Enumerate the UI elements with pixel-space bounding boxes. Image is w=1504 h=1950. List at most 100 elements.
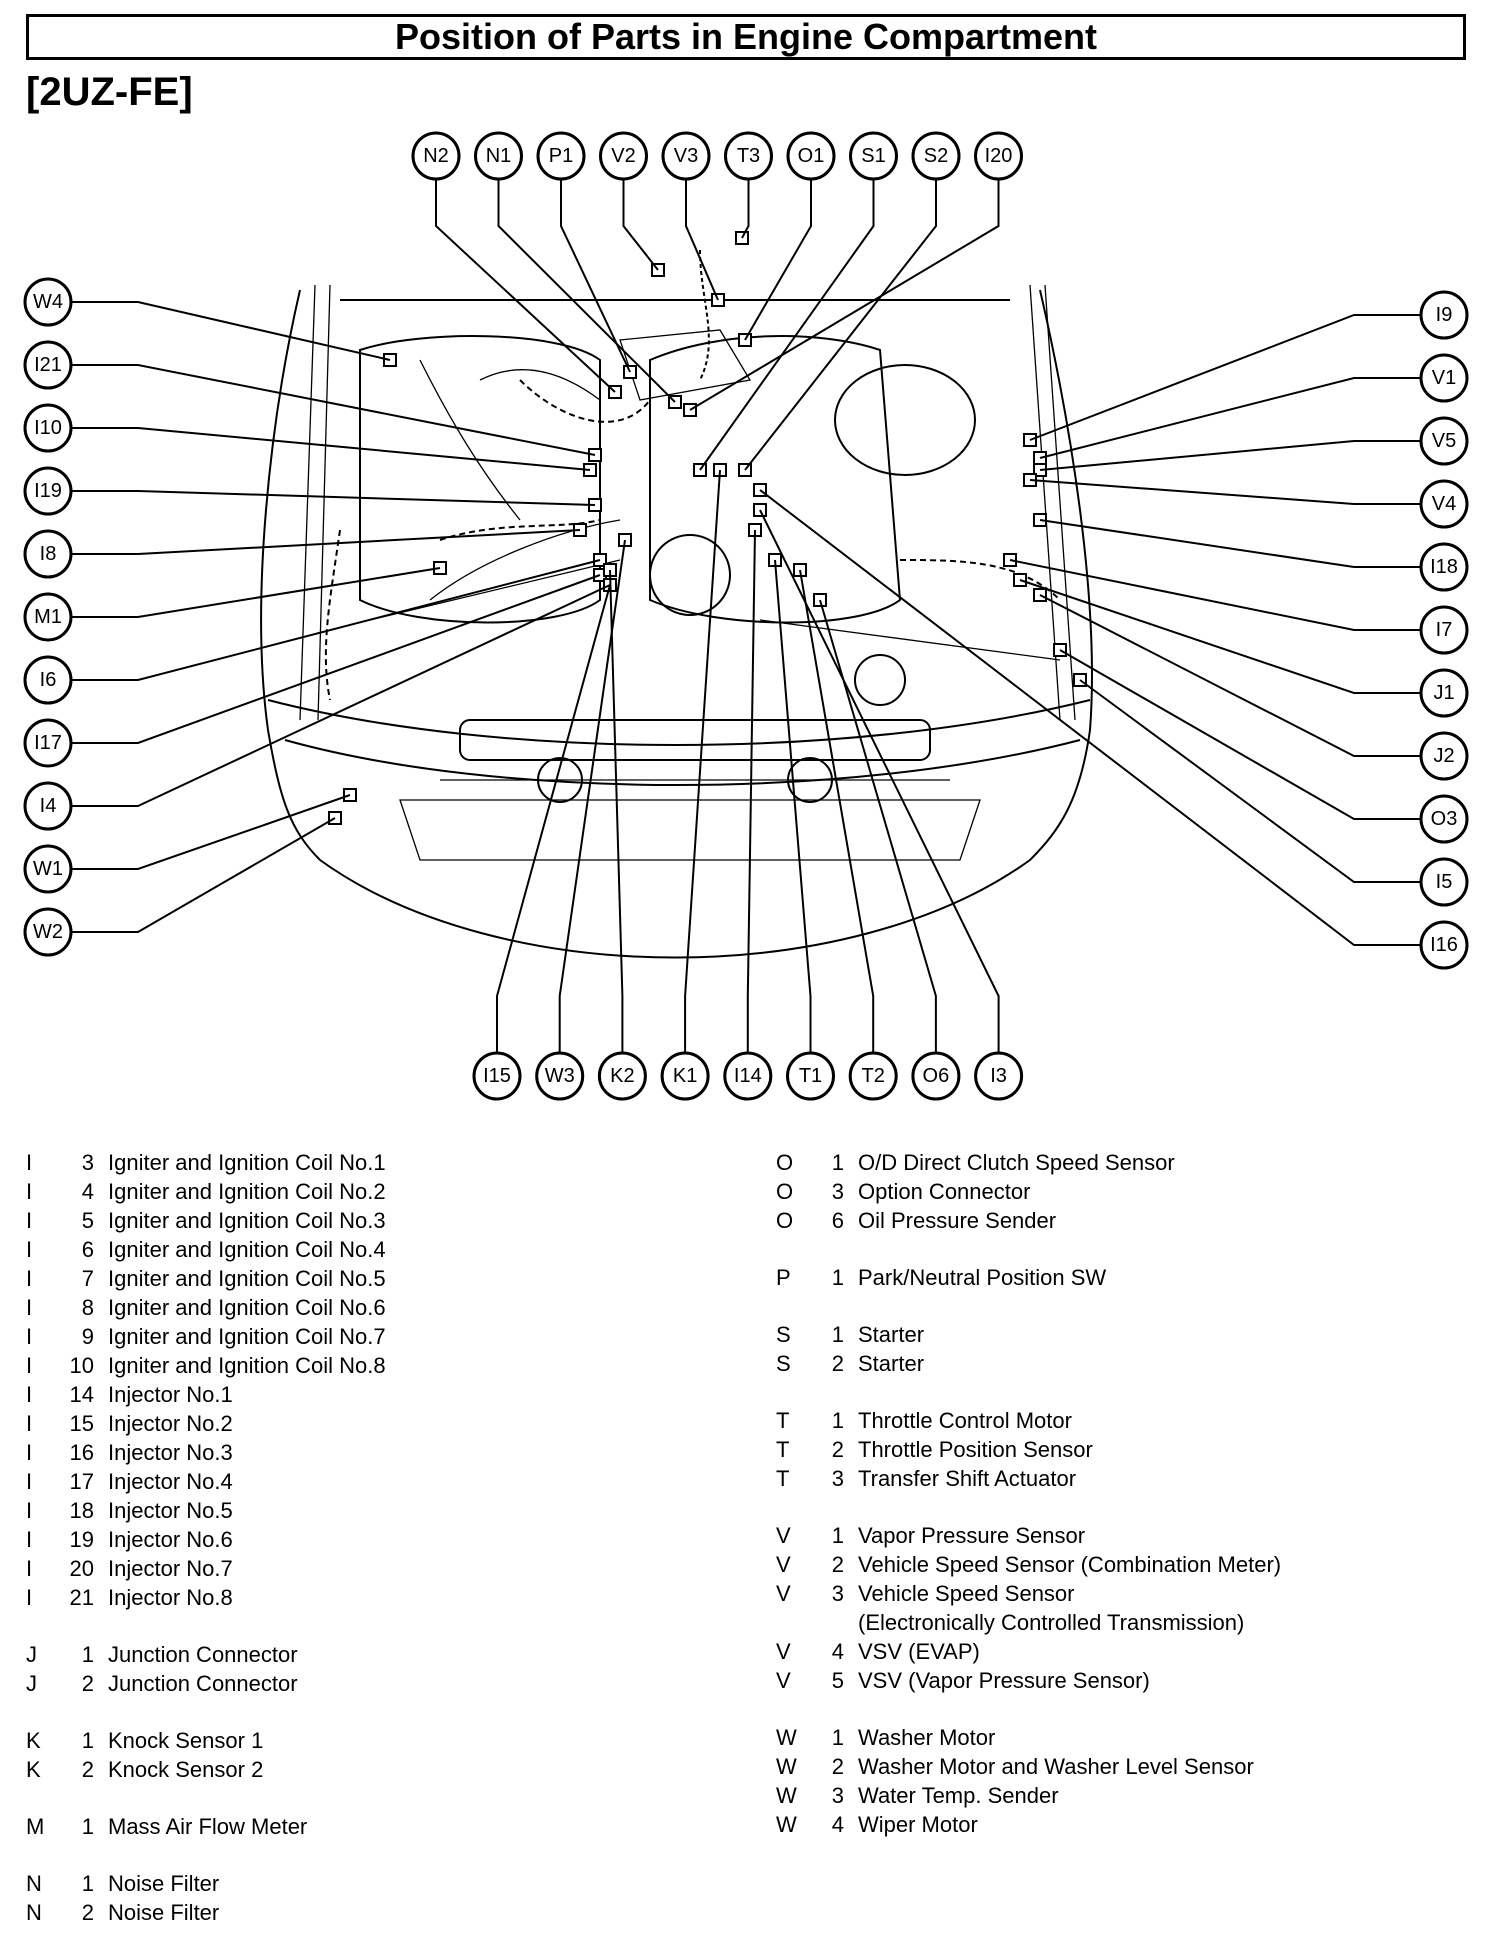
callout-i16: I16	[1419, 920, 1469, 970]
callout-label: N2	[423, 145, 449, 167]
callout-label: I4	[40, 795, 57, 817]
callout-circle	[23, 592, 73, 642]
callout-label: I7	[1436, 619, 1453, 641]
legend-code-number: 3	[831, 1179, 844, 1204]
callout-circle	[1419, 353, 1469, 403]
legend-code-letter: I	[26, 1440, 33, 1465]
legend-description: VSV (Vapor Pressure Sensor)	[858, 1668, 1150, 1693]
legend-code-letter: N	[26, 1900, 42, 1925]
legend-spacer	[776, 1235, 1281, 1263]
leader-line-o3	[1059, 649, 1421, 820]
legend-code-number: 3	[81, 1150, 94, 1175]
legend-code-letter: W	[776, 1754, 797, 1779]
callout-label: J1	[1433, 682, 1454, 704]
legend-description: Mass Air Flow Meter	[108, 1814, 308, 1839]
callout-circle	[23, 718, 73, 768]
callout-circle	[723, 1051, 773, 1101]
legend-description: Starter	[858, 1351, 925, 1376]
legend-code-number: 6	[831, 1208, 844, 1233]
callout-circle	[1419, 731, 1469, 781]
callout-label: K1	[673, 1065, 697, 1087]
callout-s1: S1	[849, 131, 898, 181]
callout-label: I3	[990, 1065, 1007, 1087]
callout-circle	[1419, 605, 1469, 655]
callout-circle	[23, 340, 73, 390]
callout-i21: I21	[23, 340, 73, 390]
callout-label: I17	[34, 732, 62, 754]
callout-j1: J1	[1419, 668, 1469, 718]
leader-line-s1	[699, 179, 875, 471]
legend-description: Starter	[858, 1322, 925, 1347]
callout-label: I6	[40, 669, 57, 691]
callout-label: N1	[486, 145, 512, 167]
callout-label: I16	[1430, 934, 1458, 956]
legend-description: Vehicle Speed Sensor (Combination Meter)	[858, 1552, 1282, 1577]
legend-code-number: 5	[831, 1668, 844, 1693]
legend-description: Igniter and Ignition Coil No.4	[108, 1237, 386, 1262]
callout-i15: I15	[472, 1051, 522, 1101]
callout-label: S2	[924, 145, 948, 167]
legend-code-number: 3	[831, 1581, 844, 1606]
callout-circle	[23, 403, 73, 453]
leader-line-k2	[609, 569, 624, 1053]
leader-line-v5	[1039, 440, 1421, 471]
callout-w2: W2	[23, 907, 73, 957]
leader-line-i6	[71, 559, 601, 681]
leader-line-w3	[558, 539, 626, 1053]
callout-m1: M1	[23, 592, 73, 642]
legend-code-number: 15	[69, 1411, 94, 1436]
legend-code-number: 21	[69, 1585, 94, 1610]
callout-i10: I10	[23, 403, 73, 453]
callout-label: W2	[33, 921, 63, 943]
leader-line-p1	[560, 179, 631, 373]
legend-code-number: 5	[81, 1208, 94, 1233]
legend-code-letter: N	[26, 1871, 42, 1896]
callout-circle	[1419, 290, 1469, 340]
callout-circle	[23, 277, 73, 327]
legend-code-number: 19	[69, 1527, 94, 1552]
legend-code-number: 2	[831, 1754, 844, 1779]
callout-circle	[1419, 857, 1469, 907]
leader-line-i20	[689, 179, 1000, 411]
engine-code-heading: [2UZ-FE]	[26, 70, 193, 114]
callout-n1: N1	[474, 131, 523, 181]
callout-circle	[23, 529, 73, 579]
legend-description: Igniter and Ignition Coil No.2	[108, 1179, 386, 1204]
callout-s2: S2	[911, 131, 961, 181]
legend-code-number: 1	[81, 1814, 94, 1839]
legend-code-letter: P	[776, 1265, 791, 1290]
callout-i6: I6	[23, 655, 73, 705]
leader-line-i21	[71, 364, 596, 456]
callout-p1: P1	[536, 131, 586, 181]
callout-i4: I4	[23, 781, 73, 831]
callout-label: T3	[737, 145, 760, 167]
callout-i17: I17	[23, 718, 73, 768]
leader-line-i14	[746, 529, 756, 1053]
legend-code-number: 18	[69, 1498, 94, 1523]
callout-circle	[661, 131, 711, 181]
callout-circle	[23, 907, 73, 957]
legend-code-letter: W	[776, 1725, 797, 1750]
legend-code-number: 6	[81, 1237, 94, 1262]
legend-description: Igniter and Ignition Coil No.3	[108, 1208, 386, 1233]
callout-circle	[974, 1051, 1024, 1101]
legend-code-letter: S	[776, 1351, 791, 1376]
legend-code-letter: I	[26, 1237, 33, 1262]
callout-circle	[23, 466, 73, 516]
legend-code-number: 9	[81, 1324, 94, 1349]
callout-circle	[660, 1051, 710, 1101]
callout-label: J2	[1433, 745, 1454, 767]
leader-line-w2	[71, 817, 336, 933]
legend-description: Park/Neutral Position SW	[858, 1265, 1107, 1290]
